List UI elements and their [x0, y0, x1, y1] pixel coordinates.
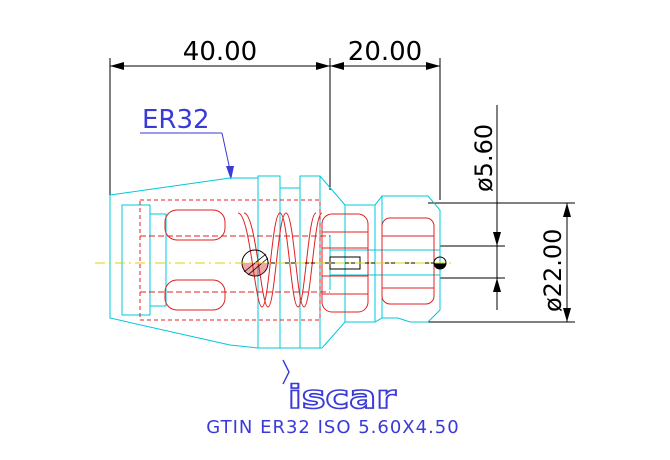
- dimension-lines-top: [109, 58, 441, 200]
- arrowheads-right: [493, 203, 571, 322]
- dim-text-40: 40.00: [183, 37, 257, 67]
- dim-text-dia-small: ø5.60: [470, 124, 498, 192]
- logo-mark-icon: [282, 359, 290, 385]
- er32-label: ER32: [142, 105, 210, 135]
- collet-body-outline: [109, 175, 441, 349]
- arrowheads-top: [110, 62, 440, 70]
- dimension-lines-right: [410, 105, 575, 323]
- brand-logo: iscar: [282, 359, 397, 417]
- brand-wordmark: iscar: [288, 378, 396, 416]
- internal-spring: [139, 199, 435, 321]
- er32-arrow: [226, 166, 234, 180]
- designation-text: GTIN ER32 ISO 5.60X4.50: [206, 417, 459, 438]
- er32-leader: [140, 132, 231, 171]
- dim-text-20: 20.00: [348, 37, 422, 67]
- dim-text-dia-large: ø22.00: [539, 229, 567, 312]
- center-pin: [241, 249, 447, 277]
